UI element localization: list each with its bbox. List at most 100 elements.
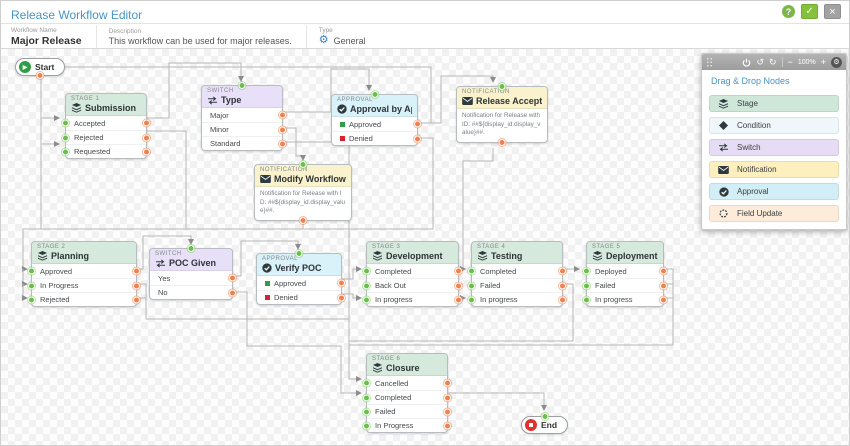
input-port[interactable] xyxy=(363,282,370,289)
output-port[interactable] xyxy=(444,394,451,401)
output-port[interactable] xyxy=(279,111,286,119)
output-port[interactable] xyxy=(660,267,667,275)
zoom-out-button[interactable]: − xyxy=(787,56,793,67)
row-label: Failed xyxy=(595,281,616,290)
node-stage-submission[interactable]: Stage 1 Submission AcceptedRejectedReque… xyxy=(62,93,150,159)
palette-item-stage[interactable]: Stage xyxy=(709,95,839,112)
node-approval-by-application[interactable]: Approval Approval by Appli... ApprovedDe… xyxy=(331,91,421,146)
power-icon[interactable] xyxy=(742,58,751,67)
workflow-description-value[interactable]: This workflow can be used for major rele… xyxy=(108,35,292,46)
output-port[interactable] xyxy=(133,267,140,275)
node-stage-closure[interactable]: Stage 6 Closure CancelledCompletedFailed… xyxy=(363,353,451,433)
node-notification-release-accepted[interactable]: Notification Release Accepted Notificati… xyxy=(456,83,548,146)
input-port[interactable] xyxy=(363,267,370,275)
input-port[interactable] xyxy=(468,296,475,303)
output-port[interactable] xyxy=(444,408,451,415)
output-port[interactable] xyxy=(279,140,286,147)
output-port[interactable] xyxy=(338,294,345,301)
palette-item-label: Switch xyxy=(737,143,761,152)
palette-item-field-update[interactable]: Field Update xyxy=(709,205,839,222)
input-port[interactable] xyxy=(468,282,475,289)
undo-icon[interactable]: ↺ xyxy=(756,56,765,67)
output-port[interactable] xyxy=(455,267,462,275)
palette-item-condition[interactable]: Condition xyxy=(709,117,839,134)
input-port[interactable] xyxy=(583,282,590,289)
input-port[interactable] xyxy=(62,119,69,127)
output-port[interactable] xyxy=(229,289,236,296)
output-port[interactable] xyxy=(455,282,462,289)
palette-item-switch[interactable]: Switch xyxy=(709,139,839,156)
input-port[interactable] xyxy=(238,82,246,89)
input-port[interactable] xyxy=(187,245,195,252)
output-port[interactable] xyxy=(559,296,566,303)
output-port[interactable] xyxy=(660,282,667,289)
workflow-type-field[interactable]: Type ⚙ General xyxy=(305,25,380,48)
input-port[interactable] xyxy=(371,91,378,98)
palette-item-label: Field Update xyxy=(737,209,783,218)
confirm-button[interactable]: ✓ xyxy=(801,4,818,19)
input-port[interactable] xyxy=(28,267,35,275)
drag-handle-icon[interactable] xyxy=(706,56,713,68)
redo-icon[interactable]: ↻ xyxy=(769,56,777,67)
input-port[interactable] xyxy=(28,282,35,289)
output-port[interactable] xyxy=(498,138,506,146)
output-port[interactable] xyxy=(444,379,451,387)
input-port[interactable] xyxy=(583,267,590,275)
condition-icon xyxy=(718,121,729,130)
close-button[interactable]: × xyxy=(824,4,841,19)
input-port[interactable] xyxy=(363,394,370,401)
node-notification-modify-workflow[interactable]: Notification Modify Workflow Notificatio… xyxy=(254,161,352,224)
output-port[interactable] xyxy=(143,134,150,141)
output-port[interactable] xyxy=(279,126,286,133)
settings-gear-icon[interactable]: ⚙ xyxy=(831,56,842,68)
notification-icon xyxy=(718,165,729,174)
workflow-name-value[interactable]: Major Release xyxy=(11,34,82,47)
start-node[interactable]: ▶ Start xyxy=(15,58,66,79)
output-port[interactable] xyxy=(133,296,140,303)
output-port[interactable] xyxy=(229,274,236,282)
node-row: Approved xyxy=(332,117,421,131)
output-port[interactable] xyxy=(559,267,566,275)
output-port[interactable] xyxy=(559,282,566,289)
output-port[interactable] xyxy=(299,216,307,224)
palette-item-notification[interactable]: Notification xyxy=(709,161,839,178)
input-port[interactable] xyxy=(363,296,370,303)
input-port[interactable] xyxy=(295,250,303,257)
end-node[interactable]: End xyxy=(521,413,569,434)
output-port[interactable] xyxy=(338,279,345,287)
input-port[interactable] xyxy=(363,422,370,429)
output-port[interactable] xyxy=(143,119,150,127)
workflow-name-field[interactable]: Workflow Name Major Release xyxy=(11,25,96,48)
output-port[interactable] xyxy=(660,296,667,303)
node-title: Submission xyxy=(85,103,137,113)
output-port[interactable] xyxy=(455,296,462,303)
help-icon[interactable]: ? xyxy=(782,5,795,18)
input-port[interactable] xyxy=(363,408,370,415)
input-port[interactable] xyxy=(28,296,35,303)
input-port[interactable] xyxy=(62,134,69,141)
input-port[interactable] xyxy=(583,296,590,303)
input-port[interactable] xyxy=(363,379,370,387)
input-port[interactable] xyxy=(299,161,307,168)
workflow-canvas[interactable]: ▶ Start Stage 1 Submission AcceptedRejec… xyxy=(1,49,849,445)
output-port[interactable] xyxy=(414,120,421,128)
output-port[interactable] xyxy=(143,148,150,155)
palette-item-approval[interactable]: Approval xyxy=(709,183,839,200)
output-port[interactable] xyxy=(36,72,44,79)
input-port[interactable] xyxy=(498,83,506,90)
output-port[interactable] xyxy=(414,135,421,142)
output-port[interactable] xyxy=(444,422,451,429)
input-port[interactable] xyxy=(62,148,69,155)
input-port[interactable] xyxy=(541,413,549,420)
input-port[interactable] xyxy=(468,267,475,275)
zoom-in-button[interactable]: + xyxy=(820,56,826,67)
workflow-description-field[interactable]: Description This workflow can be used fo… xyxy=(95,25,306,48)
output-port[interactable] xyxy=(133,282,140,289)
